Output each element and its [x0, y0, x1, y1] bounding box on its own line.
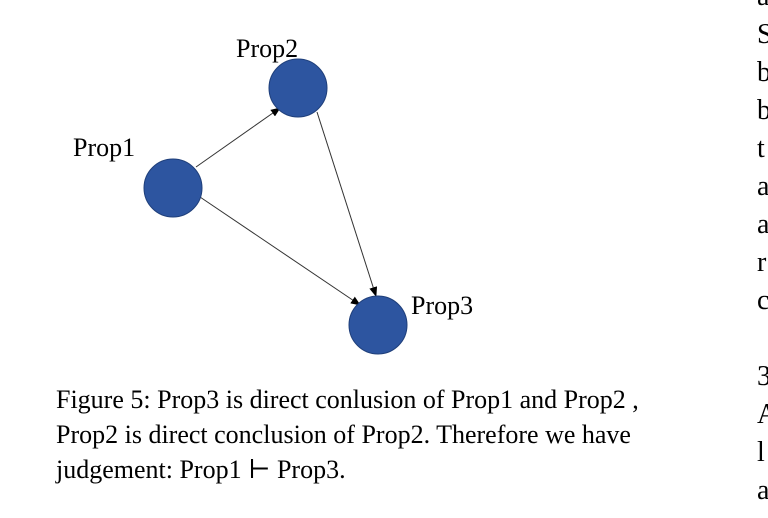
caption-line: Figure 5: Prop3 is direct conlusion of P… — [56, 385, 639, 414]
right-column-char: r — [757, 247, 767, 278]
right-column-text-fragment: a S b b t a a r c 3 A l a — [757, 0, 768, 510]
right-column-char: A — [757, 399, 768, 430]
edge-prop2-to-prop3 — [316, 111, 378, 297]
edge-prop1-to-prop3 — [199, 196, 361, 306]
node-label-prop3: Prop3 — [411, 291, 473, 320]
node-label-prop1: Prop1 — [73, 133, 135, 162]
right-column-char: S — [757, 19, 768, 50]
right-column-char: a — [757, 209, 768, 240]
node-prop3 — [348, 295, 408, 355]
caption-line: judgement: Prop1 ⊢ Prop3. — [56, 455, 346, 484]
caption-line: Prop2 is direct conclusion of Prop2. The… — [56, 420, 631, 449]
edge-prop1-to-prop2 — [195, 107, 281, 168]
right-column-char: l — [757, 437, 765, 468]
node-prop2 — [268, 58, 328, 118]
right-column-char: c — [757, 285, 768, 316]
node-label-prop2: Prop2 — [236, 34, 298, 63]
right-column-char: t — [757, 133, 765, 164]
node-prop1 — [143, 158, 203, 218]
proposition-graph: Prop1 Prop2 Prop3 — [73, 34, 473, 355]
right-column-char: 3 — [757, 361, 768, 392]
right-column-char: b — [757, 95, 768, 126]
figure-caption: Figure 5: Prop3 is direct conlusion of P… — [56, 382, 736, 487]
right-column-char — [757, 320, 768, 358]
right-column-char: a — [757, 171, 768, 202]
right-column-char: a — [757, 0, 768, 16]
right-column-char: b — [757, 57, 768, 88]
right-column-char: a — [757, 475, 768, 506]
